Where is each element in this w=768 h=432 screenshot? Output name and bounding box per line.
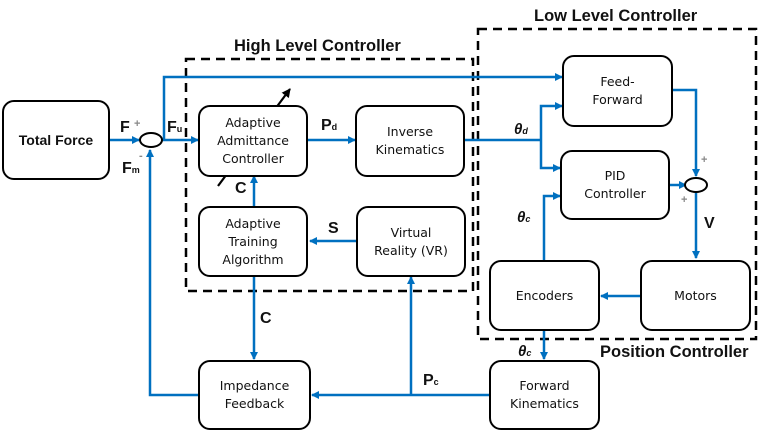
arrow-Fm — [146, 149, 198, 397]
encoders-block[interactable]: Encoders — [489, 260, 600, 331]
motors-block[interactable]: Motors — [640, 260, 751, 331]
low-level-title: Low Level Controller — [534, 7, 698, 25]
arrow-theta-c-pid — [542, 192, 561, 260]
sum1-plus-sign: + — [134, 118, 141, 130]
impedance-feedback-block[interactable]: Impedance Feedback — [198, 360, 311, 430]
signal-Pc: Pc — [423, 372, 439, 389]
adaptive-admittance-controller-block[interactable]: Adaptive Admittance Controller — [198, 105, 308, 177]
arrow-theta-d-pid — [539, 140, 561, 172]
pid-controller-block[interactable]: PID Controller — [560, 150, 670, 220]
high-level-title: High Level Controller — [234, 37, 401, 55]
signal-Fm: Fm — [122, 160, 140, 177]
virtual-reality-block[interactable]: Virtual Reality (VR) — [356, 206, 466, 277]
signal-theta-c-fk: θc — [518, 343, 532, 360]
summing-junction-1 — [139, 132, 163, 148]
arrow-ff-sum — [673, 88, 700, 177]
signal-theta-c-pid: θc — [517, 209, 531, 226]
inverse-kinematics-block[interactable]: Inverse Kinematics — [355, 105, 465, 177]
signal-Fu: Fu — [167, 119, 183, 136]
position-controller-title: Position Controller — [600, 343, 749, 361]
feed-forward-block[interactable]: Feed- Forward — [562, 55, 673, 127]
total-force-block[interactable]: Total Force — [2, 100, 110, 180]
high-level-group — [184, 57, 475, 293]
sum2-plus-top: + — [701, 154, 708, 166]
forward-kinematics-block[interactable]: Forward Kinematics — [489, 360, 600, 430]
signal-S: S — [328, 220, 339, 237]
low-level-group — [476, 27, 758, 341]
signal-C-down: C — [260, 310, 272, 327]
summing-junction-2 — [684, 177, 708, 193]
sum1-minus-sign: - — [139, 150, 143, 162]
signal-Pd: Pd — [321, 117, 338, 134]
sum2-plus-left: + — [681, 194, 688, 206]
adaptive-training-algorithm-block[interactable]: Adaptive Training Algorithm — [198, 206, 308, 277]
signal-theta-d: θd — [514, 121, 528, 138]
arrow-feedforward-input — [162, 73, 563, 140]
arrow-theta-d-ff — [539, 102, 563, 140]
signal-C-up: C — [235, 180, 247, 197]
signal-V: V — [704, 215, 715, 232]
signal-F: F — [120, 119, 130, 136]
